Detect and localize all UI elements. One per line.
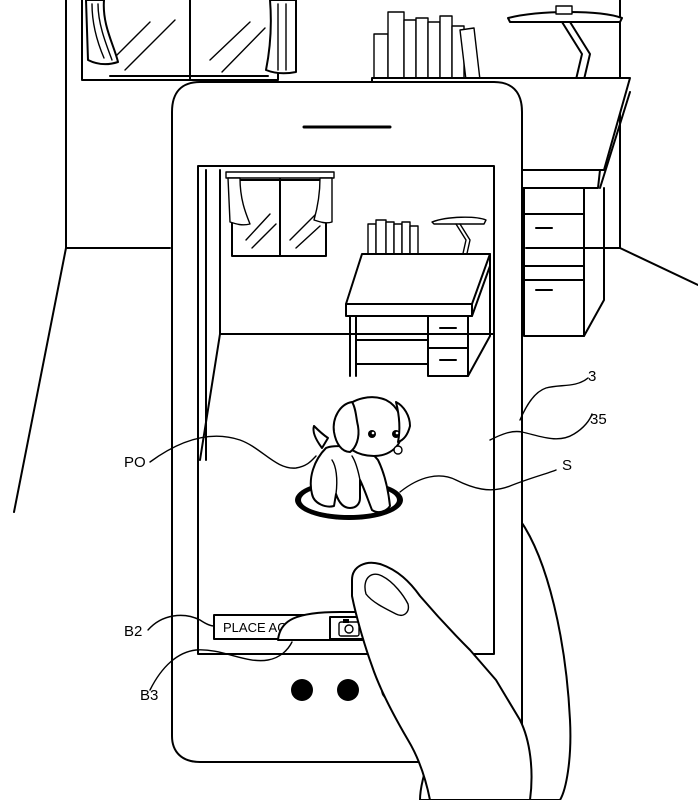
nav-dot-center[interactable] bbox=[337, 679, 359, 701]
camera-icon bbox=[338, 619, 360, 637]
ref-label-b3: B3 bbox=[140, 687, 158, 704]
reference-labels: PO 3 35 S B2 B3 bbox=[124, 368, 607, 704]
nav-dot-left[interactable] bbox=[291, 679, 313, 701]
dog-icon[interactable] bbox=[309, 396, 411, 514]
ref-label-s: S bbox=[562, 457, 572, 474]
thumb bbox=[351, 561, 533, 800]
ar-scene: PLACE AGAIN bbox=[199, 169, 495, 641]
background-books bbox=[373, 11, 481, 81]
leader-lines bbox=[147, 377, 593, 691]
ref-label-po: PO bbox=[124, 454, 146, 471]
ref-label-35: 35 bbox=[590, 411, 607, 428]
ref-label-3: 3 bbox=[588, 368, 596, 385]
ref-label-b2: B2 bbox=[124, 623, 142, 640]
